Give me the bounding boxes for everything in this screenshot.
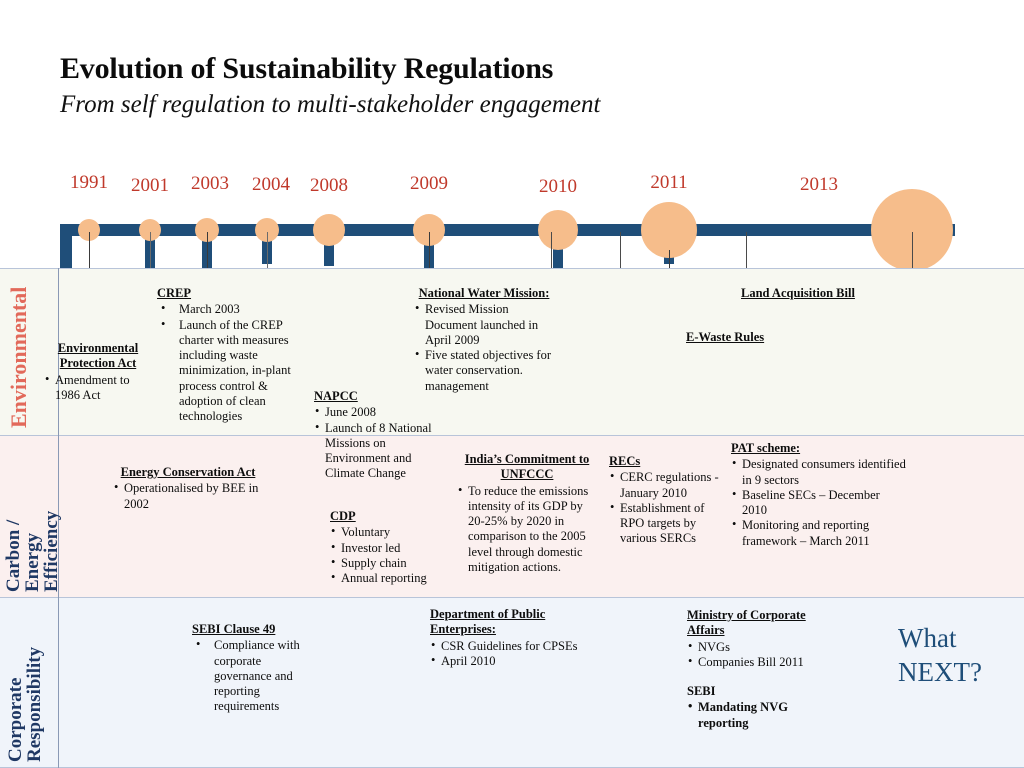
block-heading: E-Waste Rules: [686, 330, 765, 344]
list-item: June 2008: [314, 404, 442, 420]
timeline-dot-2011[interactable]: [641, 202, 697, 258]
block-list: June 2008 Launch of 8 National Missions …: [314, 404, 442, 482]
block-list: Operationalised by BEE in 2002: [113, 480, 263, 512]
row-band-corporate-responsibility: [0, 598, 1024, 768]
block-heading: Environmental Protection Act: [57, 341, 139, 371]
timeline-dot-2008[interactable]: [313, 214, 345, 246]
timeline-year-2011: 2011: [650, 172, 688, 193]
block-list: Voluntary Investor led Supply chain Annu…: [330, 524, 448, 586]
list-item: Companies Bill 2011: [687, 654, 837, 670]
list-item: Voluntary: [330, 524, 448, 540]
list-item: Five stated objectives for water conserv…: [414, 347, 554, 394]
block-list: Revised Mission Document launched in Apr…: [414, 301, 554, 394]
list-item: Mandating NVG reporting: [687, 699, 837, 731]
block-heading: NAPCC: [314, 389, 358, 403]
row-label-carbon-energy: Carbon / Energy Efficiency: [3, 510, 62, 592]
list-item: Launch of 8 National Missions on Environ…: [314, 420, 442, 482]
connector-line-crep: [207, 232, 208, 294]
page-subtitle: From self regulation to multi-stakeholde…: [60, 90, 601, 118]
block-environmental-protection-act: Environmental Protection Act Amendment t…: [44, 341, 152, 403]
list-item: Monitoring and reporting framework – Mar…: [731, 517, 906, 549]
block-sebi-clause-49: SEBI Clause 49 Compliance with corporate…: [192, 622, 307, 715]
block-e-waste-rules: E-Waste Rules: [686, 330, 816, 346]
timeline-dot-2001[interactable]: [139, 219, 161, 241]
timeline-stem-2008: [324, 230, 334, 266]
block-list: CERC regulations - January 2010 Establis…: [609, 469, 721, 547]
block-heading: SEBI: [687, 684, 716, 698]
block-heading: Energy Conservation Act: [120, 465, 256, 479]
block-recs: RECs CERC regulations - January 2010 Est…: [609, 454, 721, 547]
block-sebi-nvg: SEBI Mandating NVG reporting: [687, 684, 837, 731]
block-department-public-enterprises: Department of Public Enterprises: CSR Gu…: [430, 607, 595, 669]
list-item: Annual reporting: [330, 570, 448, 586]
block-list: Amendment to 1986 Act: [44, 372, 152, 404]
timeline-year-2009: 2009: [410, 173, 448, 194]
block-land-acquisition-bill: Land Acquisition Bill: [741, 286, 871, 302]
list-item: Investor led: [330, 539, 448, 556]
timeline-year-2008: 2008: [310, 175, 348, 196]
block-national-water-mission: National Water Mission: Revised Mission …: [414, 286, 554, 394]
block-heading: Ministry of Corporate Affairs: [687, 608, 806, 638]
list-item: Establishment of RPO targets by various …: [609, 500, 721, 547]
block-list: CSR Guidelines for CPSEs April 2010: [430, 637, 595, 670]
list-item: March 2003: [157, 301, 307, 317]
block-heading: India’s Commitment to UNFCCC: [464, 452, 590, 482]
block-list: Compliance with corporate governance and…: [192, 637, 307, 714]
list-item: Amendment to 1986 Act: [44, 372, 152, 404]
block-heading: Department of Public Enterprises:: [430, 607, 546, 637]
list-item: CERC regulations - January 2010: [609, 469, 721, 501]
what-next-callout: What NEXT?: [898, 623, 982, 687]
row-label-environmental: Environmental: [6, 286, 31, 428]
row-label-divider: [58, 268, 59, 768]
block-india-commitment-unfccc: India’s Commitment to UNFCCC To reduce t…: [457, 452, 597, 575]
timeline-stem-2010: [553, 244, 563, 270]
block-heading: CDP: [330, 509, 356, 523]
list-item: Compliance with corporate governance and…: [192, 637, 307, 714]
timeline-year-1991: 1991: [70, 172, 108, 193]
block-heading: Land Acquisition Bill: [741, 286, 855, 300]
connector-line-land: [746, 232, 747, 290]
list-item: Baseline SECs – December 2010: [731, 487, 906, 519]
list-item: Launch of the CREP charter with measures…: [157, 317, 307, 425]
list-item: Operationalised by BEE in 2002: [113, 480, 263, 512]
timeline-year-2003: 2003: [191, 173, 229, 194]
block-list: To reduce the emissions intensity of its…: [457, 483, 597, 576]
block-energy-conservation-act: Energy Conservation Act Operationalised …: [113, 465, 263, 512]
block-heading: RECs: [609, 454, 641, 468]
connector-line-nwm: [429, 232, 430, 294]
block-ministry-corporate-affairs: Ministry of Corporate Affairs NVGs Compa…: [687, 608, 837, 670]
connector-line-2013: [912, 232, 913, 274]
block-napcc: NAPCC June 2008 Launch of 8 National Mis…: [314, 389, 442, 482]
list-item: April 2010: [430, 653, 595, 669]
row-label-corporate-responsibility: Corporate Responsibility: [5, 646, 45, 762]
block-pat-scheme: PAT scheme: Designated consumers identif…: [731, 441, 906, 549]
block-heading: SEBI Clause 49: [192, 622, 276, 636]
title-block: Evolution of Sustainability Regulations …: [60, 52, 600, 119]
timeline-dot-2010[interactable]: [538, 210, 578, 250]
list-item: Supply chain: [330, 555, 448, 571]
list-item: Designated consumers identified in 9 sec…: [731, 456, 906, 488]
timeline-year-2001: 2001: [131, 175, 169, 196]
block-crep: CREP March 2003 Launch of the CREP chart…: [157, 286, 307, 424]
block-heading: PAT scheme:: [731, 441, 801, 455]
list-item: NVGs: [687, 638, 837, 655]
list-item: To reduce the emissions intensity of its…: [457, 483, 597, 576]
block-heading: CREP: [157, 286, 192, 300]
timeline-left-cap: [60, 224, 72, 276]
timeline-year-2004: 2004: [252, 174, 290, 195]
block-list: March 2003 Launch of the CREP charter wi…: [157, 301, 307, 425]
block-list: NVGs Companies Bill 2011: [687, 638, 837, 671]
timeline-bar: [60, 224, 955, 236]
page-title: Evolution of Sustainability Regulations: [60, 52, 554, 85]
list-item: Revised Mission Document launched in Apr…: [414, 301, 554, 348]
timeline-year-2013: 2013: [800, 174, 838, 195]
block-heading: National Water Mission:: [418, 286, 550, 300]
block-list: Mandating NVG reporting: [687, 699, 837, 731]
timeline-dot-1991[interactable]: [78, 219, 100, 241]
list-item: CSR Guidelines for CPSEs: [430, 637, 595, 654]
block-list: Designated consumers identified in 9 sec…: [731, 456, 906, 549]
timeline: 1991 2001 2003 2004 2008 2009 2010 2011 …: [0, 160, 1024, 276]
timeline-year-2010: 2010: [539, 176, 577, 197]
block-cdp: CDP Voluntary Investor led Supply chain …: [330, 509, 448, 586]
